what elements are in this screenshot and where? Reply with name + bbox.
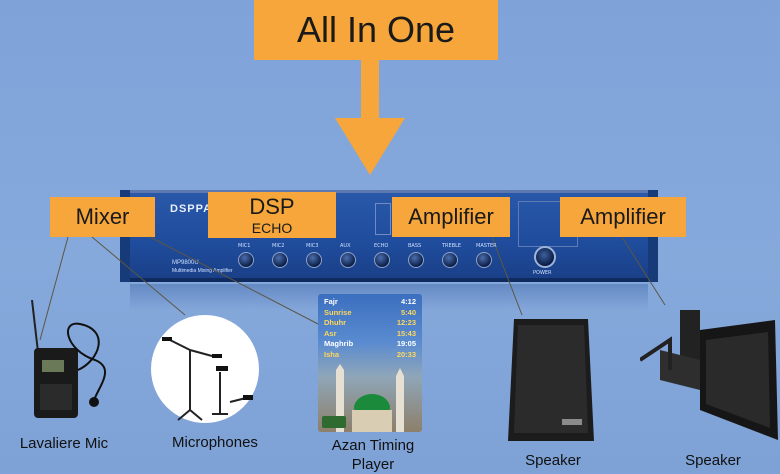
knob-label: MIC1 (238, 243, 251, 249)
knob-mic2[interactable] (272, 252, 288, 268)
prayer-name: Isha (324, 349, 340, 359)
dsp-sublabel: ECHO (251, 219, 293, 236)
prayer-time: 19:05 (396, 339, 416, 348)
speaker2-caption: Speaker (685, 452, 741, 469)
prayer-row: Asr 15:43 (324, 329, 416, 340)
dsp-label-box: DSP ECHO (208, 192, 336, 238)
device-display (375, 203, 391, 235)
prayer-name: Sunrise (324, 307, 352, 317)
knob-echo[interactable] (374, 252, 390, 268)
amplifier-left-label: Amplifier (408, 204, 494, 229)
power-button[interactable] (534, 246, 556, 268)
knob-label: MIC3 (306, 243, 319, 249)
microphones-image (151, 315, 259, 423)
knob-label: MASTER (476, 243, 497, 249)
prayer-time: 12:23 (396, 318, 416, 327)
headline-box: All In One (254, 0, 498, 60)
knob-label: ECHO (374, 243, 389, 249)
prayer-name: Dhuhr (324, 318, 347, 327)
mixer-label: Mixer (75, 204, 130, 229)
knob-label: TREBLE (442, 243, 462, 249)
mosque-icon (322, 364, 404, 432)
microphones-caption: Microphones (172, 434, 258, 451)
prayer-time: 20:33 (396, 349, 416, 359)
knob-aux[interactable] (340, 252, 356, 268)
device-brand: DSPPA (170, 203, 213, 215)
prayer-name: Asr (324, 328, 337, 338)
prayer-name: Maghrib (324, 339, 354, 348)
azan-caption-line2: Player (351, 456, 395, 473)
knob-label: BASS (408, 243, 422, 249)
prayer-row: Sunrise 5:40 (324, 308, 416, 319)
amplifier-right-label: Amplifier (580, 204, 666, 229)
prayer-row: Maghrib 19:05 (324, 339, 416, 350)
prayer-time: 15:43 (396, 328, 416, 338)
speaker1-caption: Speaker (525, 452, 581, 469)
knob-mic3[interactable] (306, 252, 322, 268)
azan-caption: Azan Timing Player (318, 436, 428, 474)
prayer-time: 4:12 (400, 297, 416, 306)
prayer-row: Dhuhr 12:23 (324, 318, 416, 329)
knob-mic1[interactable] (238, 252, 254, 268)
azan-caption-line1: Azan Timing (331, 437, 415, 454)
device-model: MP9800U (172, 260, 199, 266)
prayer-row: Isha 20:33 (324, 350, 416, 361)
lavaliere-mic-image (31, 300, 107, 418)
headline: All In One (296, 9, 456, 50)
knob-label: AUX (340, 243, 351, 249)
prayer-row: Fajr 4:12 (324, 297, 416, 308)
prayer-name: Fajr (324, 297, 338, 306)
prayer-time: 5:40 (400, 307, 416, 317)
knob-bass[interactable] (408, 252, 424, 268)
knob-treble[interactable] (442, 252, 458, 268)
speaker-box-image (508, 319, 594, 441)
dsp-label: DSP (249, 193, 295, 219)
mixer-label-box: Mixer (50, 197, 155, 237)
lavaliere-caption: Lavaliere Mic (19, 435, 109, 452)
amplifier-left-label-box: Amplifier (392, 197, 510, 237)
amplifier-right-label-box: Amplifier (560, 197, 686, 237)
knob-label: MIC2 (272, 243, 285, 249)
knob-master[interactable] (476, 252, 492, 268)
device-subtitle: Multimedia Mixing Amplifier (172, 268, 233, 274)
down-arrow-icon (335, 60, 405, 175)
horn-speaker-image (640, 310, 778, 440)
power-label: POWER (533, 270, 552, 276)
